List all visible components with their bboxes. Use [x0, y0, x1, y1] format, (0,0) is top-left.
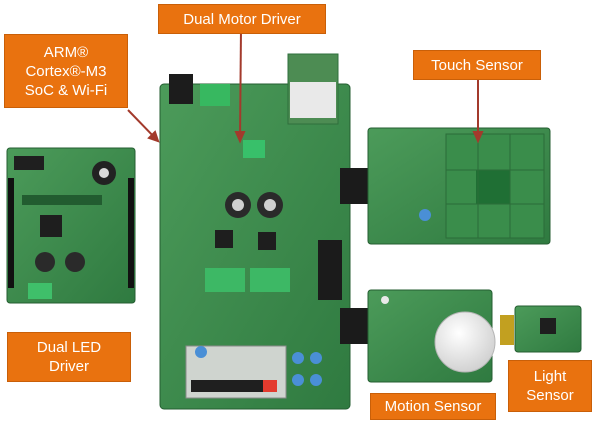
callout-arrows: [127, 27, 484, 144]
label-motion-sensor-text: Motion Sensor: [384, 398, 482, 415]
motion-sensor-board: [367, 289, 496, 383]
label-light-sensor: Light Sensor: [508, 360, 592, 412]
label-arm-line2: Cortex®-M3: [25, 62, 107, 80]
label-dual-led-line2: Driver: [49, 358, 89, 375]
label-dual-led-line1: Dual LED: [36, 339, 102, 356]
label-dual-motor-driver-text: Dual Motor Driver: [183, 10, 301, 28]
label-touch-sensor-text: Touch Sensor: [431, 56, 523, 74]
label-arm-line3: SoC & Wi-Fi: [24, 81, 108, 99]
label-arm-line1: ARM®: [43, 43, 89, 61]
label-arm-soc-wifi: ARM® Cortex®-M3 SoC & Wi-Fi: [4, 34, 128, 108]
label-light-line1: Light: [533, 368, 567, 385]
label-light-line2: Sensor: [526, 387, 574, 404]
light-sensor-board: [500, 305, 582, 353]
touch-sensor-board: [367, 127, 551, 245]
label-dual-led-driver: Dual LED Driver: [7, 332, 131, 382]
main-board: [159, 53, 351, 410]
dual-led-driver-board: [6, 147, 136, 304]
label-motion-sensor: Motion Sensor: [370, 393, 496, 420]
label-dual-motor-driver: Dual Motor Driver: [158, 4, 326, 34]
label-touch-sensor: Touch Sensor: [413, 50, 541, 80]
